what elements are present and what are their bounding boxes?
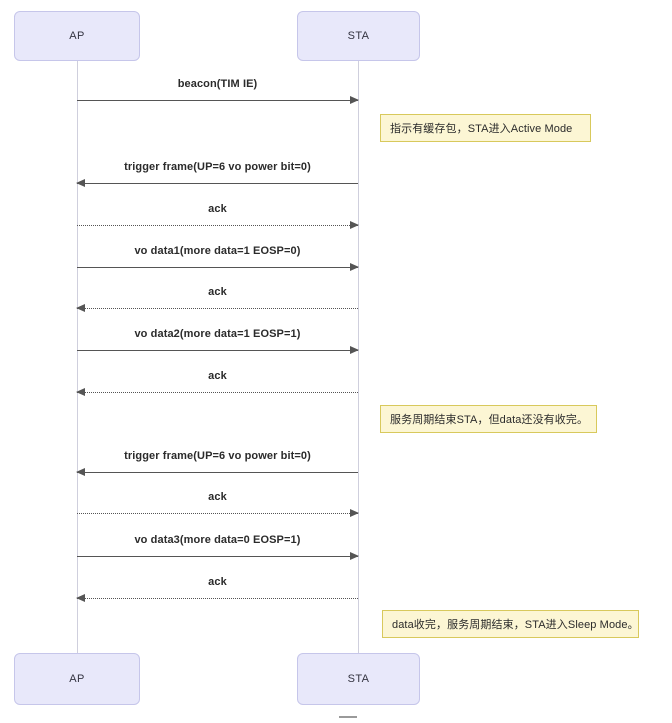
message-line bbox=[77, 267, 358, 268]
participant-head-ap[interactable]: AP bbox=[14, 11, 140, 61]
arrowhead-left-icon bbox=[76, 304, 85, 312]
message-label: ack bbox=[208, 203, 227, 215]
arrowhead-right-icon bbox=[350, 221, 359, 229]
message-line bbox=[77, 308, 358, 309]
note-text: 指示有缓存包，STA进入Active Mode bbox=[390, 123, 573, 135]
arrowhead-left-icon bbox=[76, 388, 85, 396]
message-label: ack bbox=[208, 491, 227, 503]
message-label: ack bbox=[208, 576, 227, 588]
message-line bbox=[77, 183, 358, 184]
message-label: beacon(TIM IE) bbox=[177, 78, 258, 90]
arrowhead-right-icon bbox=[350, 509, 359, 517]
note-text: data收完，服务周期结束，STA进入Sleep Mode。 bbox=[392, 619, 639, 631]
message-line bbox=[77, 225, 358, 226]
message-line bbox=[77, 598, 358, 599]
participant-foot-sta[interactable]: STA bbox=[297, 653, 420, 705]
participant-label-ap: AP bbox=[69, 30, 85, 42]
message-label: trigger frame(UP=6 vo power bit=0) bbox=[124, 161, 311, 173]
arrowhead-left-icon bbox=[76, 594, 85, 602]
message-line bbox=[77, 350, 358, 351]
message-line bbox=[77, 392, 358, 393]
message-label: ack bbox=[208, 286, 227, 298]
message-line bbox=[77, 556, 358, 557]
participant-label-sta: STA bbox=[347, 30, 370, 42]
message-line bbox=[77, 472, 358, 473]
message-label: vo data1(more data=1 EOSP=0) bbox=[134, 245, 301, 257]
message-label: ack bbox=[208, 370, 227, 382]
clipped-bottom-mark bbox=[339, 716, 357, 718]
lifeline-sta bbox=[358, 61, 359, 653]
message-label: vo data3(more data=0 EOSP=1) bbox=[134, 534, 301, 546]
participant-head-sta[interactable]: STA bbox=[297, 11, 420, 61]
participant-foot-ap[interactable]: AP bbox=[14, 653, 140, 705]
message-line bbox=[77, 513, 358, 514]
message-line bbox=[77, 100, 358, 101]
note-active-mode[interactable]: 指示有缓存包，STA进入Active Mode bbox=[380, 114, 591, 142]
note-sleep-mode[interactable]: data收完，服务周期结束，STA进入Sleep Mode。 bbox=[382, 610, 639, 638]
note-text: 服务周期结束STA，但data还没有收完。 bbox=[390, 414, 589, 426]
participant-label-sta-foot: STA bbox=[347, 673, 370, 685]
note-service-period-end[interactable]: 服务周期结束STA，但data还没有收完。 bbox=[380, 405, 597, 433]
arrowhead-right-icon bbox=[350, 346, 359, 354]
message-label: vo data2(more data=1 EOSP=1) bbox=[134, 328, 301, 340]
arrowhead-right-icon bbox=[350, 552, 359, 560]
participant-label-ap-foot: AP bbox=[69, 673, 85, 685]
arrowhead-right-icon bbox=[350, 263, 359, 271]
message-label: trigger frame(UP=6 vo power bit=0) bbox=[124, 450, 311, 462]
arrowhead-left-icon bbox=[76, 468, 85, 476]
lifeline-ap bbox=[77, 61, 78, 653]
arrowhead-right-icon bbox=[350, 96, 359, 104]
arrowhead-left-icon bbox=[76, 179, 85, 187]
